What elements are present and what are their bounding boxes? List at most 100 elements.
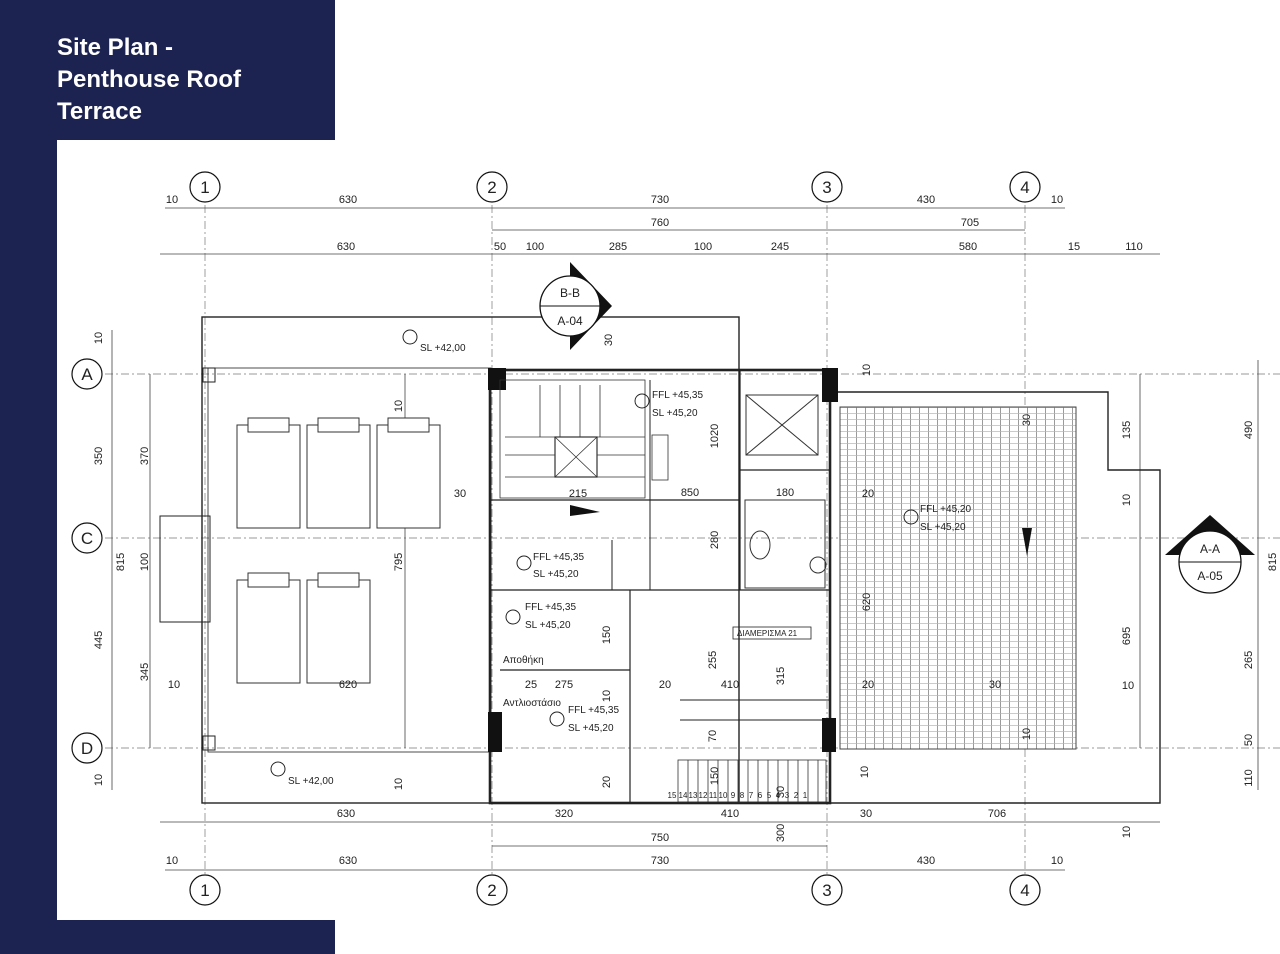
storage-label: Αποθήκη <box>503 654 544 666</box>
svg-text:70: 70 <box>707 730 719 742</box>
title-line-3: Terrace <box>57 98 142 125</box>
svg-text:110: 110 <box>1243 769 1255 787</box>
svg-text:695: 695 <box>1121 627 1133 645</box>
grid-bubble-4-top: 4 <box>1009 171 1041 203</box>
svg-text:410: 410 <box>721 808 739 820</box>
svg-text:10: 10 <box>1051 855 1063 867</box>
svg-text:490: 490 <box>1243 421 1255 439</box>
lower-staircase <box>677 759 827 803</box>
svg-text:11: 11 <box>709 791 718 800</box>
svg-text:620: 620 <box>861 593 873 611</box>
svg-text:580: 580 <box>959 241 977 253</box>
svg-text:10: 10 <box>93 332 105 344</box>
svg-text:30: 30 <box>860 808 872 820</box>
svg-text:1: 1 <box>200 178 209 197</box>
svg-text:445: 445 <box>93 631 105 649</box>
unit-label-box <box>732 626 812 640</box>
dimension-lines <box>111 207 1259 871</box>
svg-text:630: 630 <box>337 808 355 820</box>
svg-text:850: 850 <box>681 487 699 499</box>
svg-text:15: 15 <box>1068 241 1080 253</box>
solar-panels <box>236 417 441 684</box>
svg-text:410: 410 <box>721 679 739 691</box>
svg-text:A: A <box>81 365 93 384</box>
svg-text:10: 10 <box>601 690 613 702</box>
svg-text:D: D <box>81 739 93 758</box>
svg-text:1: 1 <box>803 791 808 800</box>
grid-bubble-3-bottom: 3 <box>811 874 843 906</box>
columns <box>202 367 838 752</box>
grid-bubble-1-top: 1 <box>189 171 221 203</box>
svg-text:8: 8 <box>740 791 745 800</box>
svg-text:3: 3 <box>822 178 831 197</box>
section-aa-bottom: A-05 <box>1197 569 1223 583</box>
svg-text:25: 25 <box>525 679 537 691</box>
svg-text:1: 1 <box>200 881 209 900</box>
svg-text:FFL +45,20: FFL +45,20 <box>920 504 971 515</box>
svg-text:1020: 1020 <box>709 424 721 448</box>
svg-text:730: 730 <box>651 194 669 206</box>
stair-step-numbers: 15 14 13 12 11 10 9 8 7 6 5 4 3 2 1 <box>668 791 808 800</box>
svg-text:10: 10 <box>1121 826 1133 838</box>
level-markers <box>270 329 919 777</box>
svg-text:10: 10 <box>93 774 105 786</box>
core-walls <box>488 368 832 805</box>
svg-text:135: 135 <box>1121 421 1133 439</box>
pump-room-label: Αντλιοστάσιο <box>503 697 561 709</box>
svg-text:180: 180 <box>776 487 794 499</box>
grid-bubble-d: D <box>71 732 103 764</box>
svg-text:795: 795 <box>393 553 405 571</box>
svg-text:215: 215 <box>569 488 587 500</box>
svg-text:30: 30 <box>775 786 787 798</box>
svg-text:20: 20 <box>659 679 671 691</box>
side-band <box>0 140 57 920</box>
svg-text:3: 3 <box>822 881 831 900</box>
svg-text:285: 285 <box>609 241 627 253</box>
svg-text:705: 705 <box>961 217 979 229</box>
bottom-band <box>0 920 335 954</box>
svg-text:10: 10 <box>1121 494 1133 506</box>
svg-text:10: 10 <box>393 778 405 790</box>
svg-text:2: 2 <box>487 178 496 197</box>
svg-text:30: 30 <box>454 488 466 500</box>
svg-text:9: 9 <box>731 791 736 800</box>
svg-text:150: 150 <box>601 626 613 644</box>
svg-text:14: 14 <box>679 791 688 800</box>
svg-text:10: 10 <box>1021 728 1033 740</box>
grid-bubble-2-top: 2 <box>476 171 508 203</box>
section-bb-top: B-B <box>560 286 580 300</box>
grid-bubbles: 1 2 3 4 1 2 3 4 A C D <box>71 171 1041 906</box>
svg-text:SL +45,20: SL +45,20 <box>525 620 571 631</box>
svg-text:6: 6 <box>758 791 763 800</box>
svg-text:430: 430 <box>917 194 935 206</box>
svg-text:300: 300 <box>775 824 787 842</box>
svg-text:630: 630 <box>339 194 357 206</box>
section-marker-bb: B-B A-04 <box>539 262 612 350</box>
svg-text:815: 815 <box>1267 553 1279 571</box>
svg-text:3: 3 <box>785 791 790 800</box>
level-text: SL +42,00 SL +42,00 FFL +45,35 SL +45,20… <box>288 343 971 787</box>
svg-text:5: 5 <box>767 791 772 800</box>
grid-bubble-2-bottom: 2 <box>476 874 508 906</box>
svg-text:10: 10 <box>168 679 180 691</box>
svg-text:10: 10 <box>861 364 873 376</box>
svg-text:370: 370 <box>139 447 151 465</box>
grid-lines <box>105 205 1280 875</box>
svg-text:2: 2 <box>794 791 799 800</box>
svg-text:10: 10 <box>859 766 871 778</box>
section-aa-top: A-A <box>1200 542 1220 556</box>
svg-text:315: 315 <box>775 667 787 685</box>
svg-text:150: 150 <box>709 767 721 785</box>
svg-text:100: 100 <box>139 553 151 571</box>
svg-text:4: 4 <box>1020 881 1029 900</box>
svg-text:13: 13 <box>689 791 698 800</box>
svg-text:350: 350 <box>93 447 105 465</box>
svg-text:345: 345 <box>139 663 151 681</box>
title-panel <box>0 0 335 140</box>
svg-text:706: 706 <box>988 808 1006 820</box>
svg-text:265: 265 <box>1243 651 1255 669</box>
svg-text:10: 10 <box>166 855 178 867</box>
svg-text:7: 7 <box>749 791 754 800</box>
walls <box>159 316 1161 805</box>
